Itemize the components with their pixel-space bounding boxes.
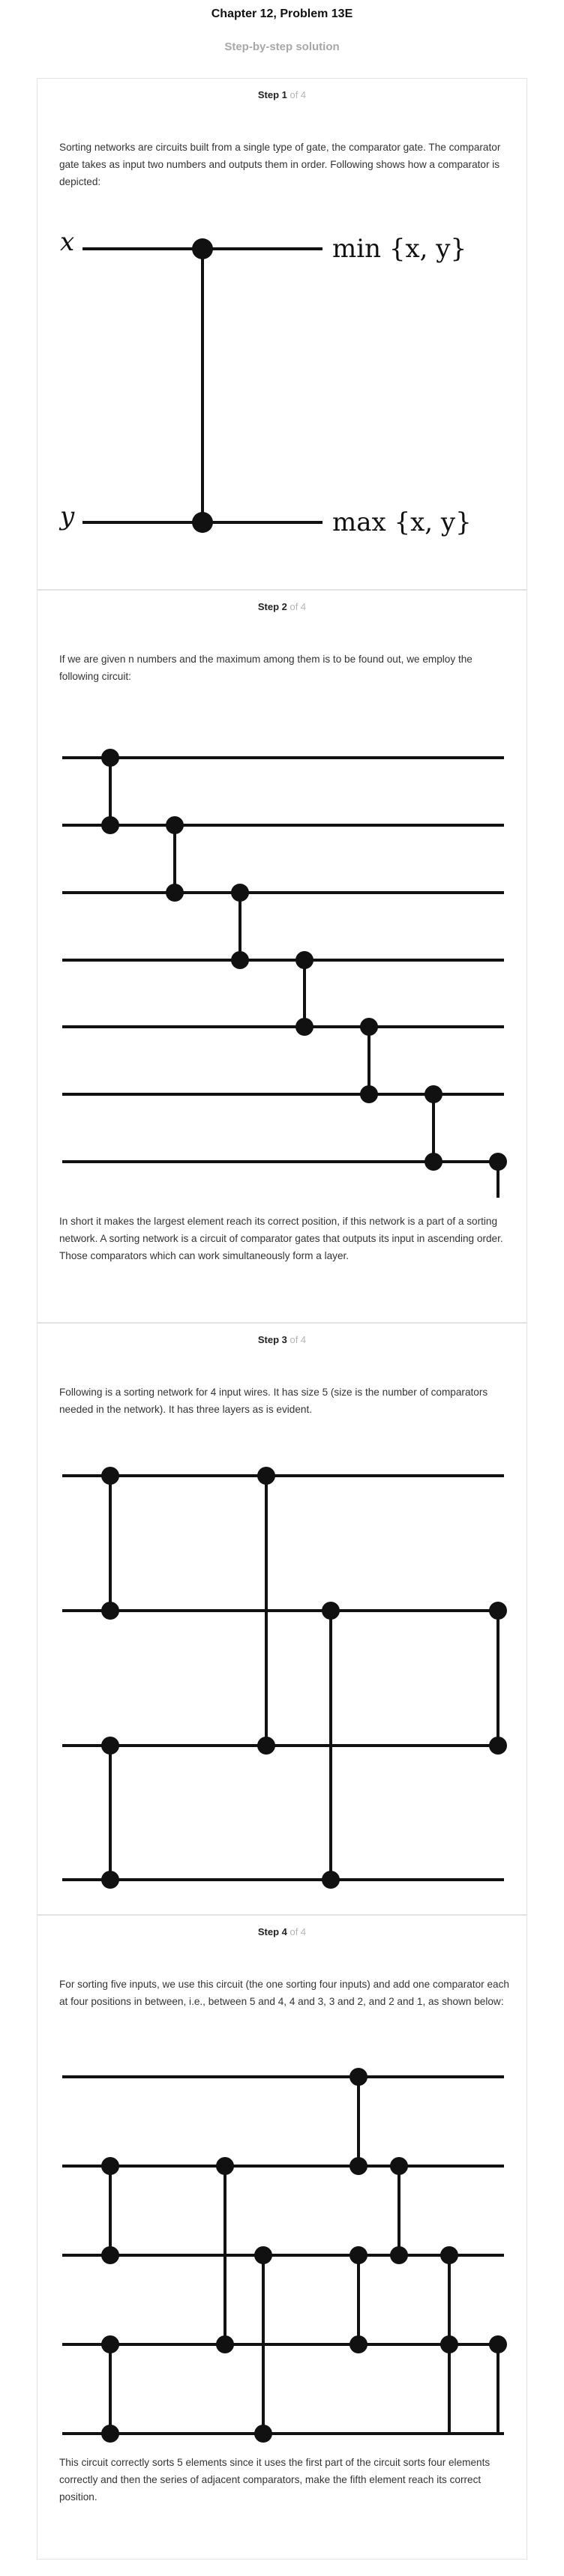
comparator-node [424, 1085, 442, 1103]
step-paragraph: In short it makes the largest element re… [59, 1216, 503, 1261]
comparator-node [390, 2246, 408, 2264]
step-label: Step 4 [257, 1926, 287, 1937]
step-label: Step 2 [257, 601, 287, 612]
five-input-sorting-network [62, 2068, 507, 2443]
step-label: Step 3 [257, 1334, 287, 1345]
step-paragraph: If we are given n numbers and the maximu… [59, 654, 472, 682]
comparator-node [166, 816, 184, 834]
comparator-node [257, 1467, 275, 1485]
comparator-node [101, 1871, 119, 1889]
output-label-max: max {x, y} [332, 507, 472, 537]
comparator-node [350, 2246, 368, 2264]
comparator-node [390, 2157, 408, 2175]
step-header: Step 4 of 4 [38, 1926, 526, 1937]
comparator-node [440, 2246, 458, 2264]
step-card-3: Step 3 of 4 Following is a sorting netwo… [37, 1323, 527, 1915]
four-input-sorting-network [62, 1467, 507, 1889]
step-count: of 4 [286, 1334, 307, 1345]
step-label: Step 1 [257, 89, 287, 100]
comparator-node [101, 2157, 119, 2175]
comparator-node [101, 2246, 119, 2264]
comparator-node [101, 816, 119, 834]
comparator-node-bottom [192, 512, 213, 533]
step-count: of 4 [286, 601, 307, 612]
output-label-min: min {x, y} [332, 234, 466, 264]
page-subtitle: Step-by-step solution [224, 40, 340, 53]
comparator-node [101, 749, 119, 767]
input-label-y: y [58, 501, 75, 531]
comparator-node [440, 2335, 458, 2353]
comparator-node [360, 1085, 378, 1103]
comparator-figure: x y min {x, y} max {x, y} [58, 227, 472, 537]
step-header: Step 3 of 4 [38, 1334, 526, 1345]
comparator-node [231, 884, 249, 902]
comparator-node [254, 2246, 272, 2264]
step-paragraph: Following is a sorting network for 4 inp… [59, 1387, 488, 1415]
max-finding-network [62, 749, 507, 1198]
comparator-node [360, 1018, 378, 1036]
comparator-node-top [192, 238, 213, 259]
comparator-node [166, 884, 184, 902]
comparator-node [424, 1153, 442, 1171]
step-card-4: Step 4 of 4 For sorting five inputs, we … [37, 1915, 527, 2560]
step-paragraph: Sorting networks are circuits built from… [59, 142, 501, 187]
comparator-node [489, 1153, 507, 1171]
comparator-node [350, 2335, 368, 2353]
comparator-node [216, 2335, 234, 2353]
comparator-node [101, 1602, 119, 1620]
input-label-x: x [60, 227, 74, 257]
comparator-node [101, 2425, 119, 2443]
comparator-node [296, 1018, 314, 1036]
comparator-node [296, 951, 314, 969]
page-title: Chapter 12, Problem 13E [211, 7, 353, 20]
step-paragraph: For sorting five inputs, we use this cir… [59, 1979, 509, 2007]
comparator-node [350, 2068, 368, 2086]
step-paragraph: This circuit correctly sorts 5 elements … [59, 2457, 490, 2503]
comparator-node [489, 2335, 507, 2353]
comparator-node [322, 1602, 340, 1620]
comparator-node [101, 1737, 119, 1755]
comparator-node [322, 1871, 340, 1889]
comparator-node [257, 1737, 275, 1755]
comparator-node [216, 2157, 234, 2175]
step-header: Step 1 of 4 [38, 89, 526, 100]
step-card-2: Step 2 of 4 If we are given n numbers an… [37, 590, 527, 1323]
comparator-node [489, 1602, 507, 1620]
step-count: of 4 [286, 1926, 307, 1937]
comparator-node [350, 2157, 368, 2175]
comparator-node [254, 2425, 272, 2443]
comparator-node [489, 1737, 507, 1755]
step-card-1: Step 1 of 4 Sorting networks are circuit… [37, 78, 527, 590]
step-header: Step 2 of 4 [38, 601, 526, 612]
comparator-node [231, 951, 249, 969]
comparator-node [101, 2335, 119, 2353]
step-count: of 4 [286, 89, 307, 100]
comparator-node [101, 1467, 119, 1485]
